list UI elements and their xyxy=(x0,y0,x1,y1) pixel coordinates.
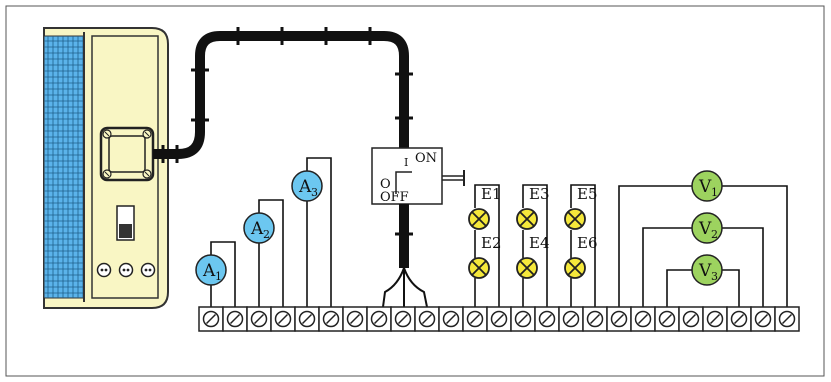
screw-terminal-icon[interactable] xyxy=(558,306,584,332)
lamp-icon: E1 xyxy=(468,185,502,230)
lamp-label: E5 xyxy=(577,185,598,203)
lamp-icon: E5 xyxy=(564,185,598,230)
screw-terminal-icon[interactable] xyxy=(726,306,752,332)
switch-off-symbol: O xyxy=(380,177,391,192)
screw-terminal-icon[interactable] xyxy=(582,306,608,332)
screw-terminal-icon[interactable] xyxy=(222,306,248,332)
ammeter-2-label: A xyxy=(250,219,264,239)
voltmeter-2-subscript: 2 xyxy=(711,228,718,241)
lamp-label: E3 xyxy=(529,185,550,203)
screw-terminal-icon[interactable] xyxy=(246,306,272,332)
screw-terminal-icon[interactable] xyxy=(510,306,536,332)
screw-terminal-icon[interactable] xyxy=(342,306,368,332)
voltmeter-1-subscript: 1 xyxy=(711,186,718,199)
lamp-icon: E6 xyxy=(564,234,598,279)
screw-terminal-icon[interactable] xyxy=(390,306,416,332)
screw-terminal-icon[interactable] xyxy=(366,306,392,332)
junction-box-icon xyxy=(99,126,155,182)
voltmeter-3-label: V xyxy=(698,261,712,281)
screw-terminal-icon[interactable] xyxy=(606,306,632,332)
screw-terminal-icon[interactable] xyxy=(294,306,320,332)
main-switch[interactable]: I ON O OFF xyxy=(371,147,465,205)
outer-frame xyxy=(5,5,825,377)
screw-terminal-icon[interactable] xyxy=(198,306,224,332)
lamp-label: E6 xyxy=(577,234,598,252)
lamp-label: E1 xyxy=(481,185,502,203)
lamp-icon: E3 xyxy=(516,185,550,230)
ammeter-1-label: A xyxy=(202,261,216,281)
switch-on-label: ON xyxy=(415,151,437,166)
screw-terminal-icon[interactable] xyxy=(438,306,464,332)
screw-terminal-icon[interactable] xyxy=(414,306,440,332)
screw-terminal-icon[interactable] xyxy=(750,306,776,332)
screw-terminal-icon[interactable] xyxy=(318,306,344,332)
screw-terminal-icon[interactable] xyxy=(462,306,488,332)
ammeter-2-subscript: 2 xyxy=(263,228,270,241)
voltmeter-3-subscript: 3 xyxy=(711,270,718,283)
screw-terminal-icon[interactable] xyxy=(774,306,800,332)
screw-terminal-icon[interactable] xyxy=(630,306,656,332)
screw-terminal-icon[interactable] xyxy=(702,306,728,332)
lamp-label: E2 xyxy=(481,234,502,252)
toggle-switch-icon[interactable] xyxy=(116,205,135,241)
switch-on-symbol: I xyxy=(404,156,408,169)
screw-terminal-icon[interactable] xyxy=(270,306,296,332)
terminal-cable xyxy=(382,204,428,308)
socket-icon xyxy=(140,262,156,278)
ammeter-3-label: A xyxy=(298,177,312,197)
terminal-strip xyxy=(198,306,800,332)
screw-terminal-icon[interactable] xyxy=(486,306,512,332)
ammeter-1-subscript: 1 xyxy=(215,270,222,283)
lamp-icon: E2 xyxy=(468,234,502,279)
socket-icon xyxy=(118,262,134,278)
lamp-label: E4 xyxy=(529,234,550,252)
socket-icon xyxy=(96,262,112,278)
power-supply-unit xyxy=(43,27,169,309)
screw-terminal-icon[interactable] xyxy=(678,306,704,332)
screw-terminal-icon[interactable] xyxy=(534,306,560,332)
voltmeter-1-label: V xyxy=(698,177,712,197)
power-cable xyxy=(153,27,413,163)
switch-off-label: OFF xyxy=(380,190,409,205)
voltmeter-2-label: V xyxy=(698,219,712,239)
screw-terminal-icon[interactable] xyxy=(654,306,680,332)
wires xyxy=(210,157,788,307)
ammeter-3-subscript: 3 xyxy=(311,186,318,199)
lamp-icon: E4 xyxy=(516,234,550,279)
